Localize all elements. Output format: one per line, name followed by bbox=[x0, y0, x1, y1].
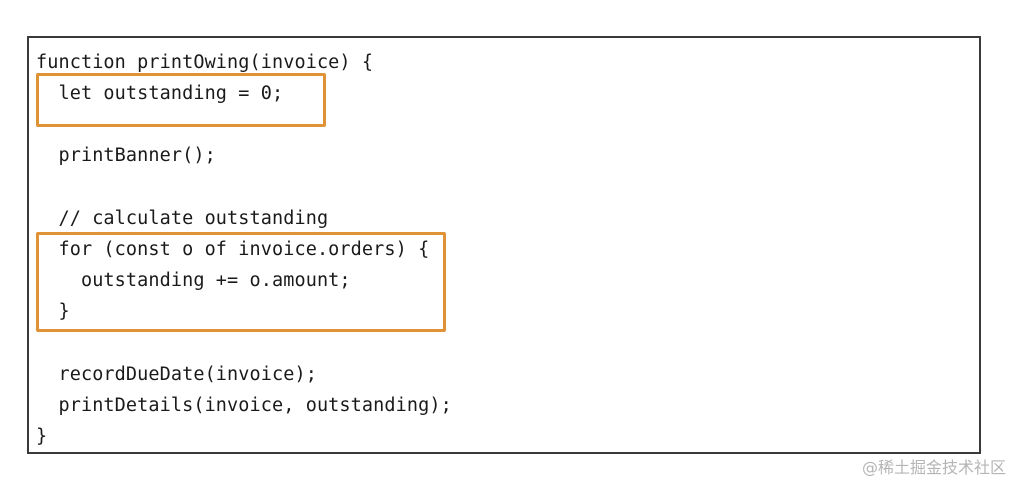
code-line-12: printDetails(invoice, outstanding); bbox=[36, 395, 452, 416]
code-line-2: let outstanding = 0; bbox=[36, 83, 284, 104]
code-line-4: printBanner(); bbox=[36, 145, 216, 166]
code-line-1: function printOwing(invoice) { bbox=[36, 52, 374, 73]
code-line-6: // calculate outstanding bbox=[36, 208, 329, 229]
highlight-box-accumulation-loop bbox=[36, 232, 446, 332]
code-line-8: outstanding += o.amount; bbox=[36, 270, 351, 291]
code-line-7: for (const o of invoice.orders) { bbox=[36, 239, 430, 260]
code-line-9: } bbox=[36, 301, 70, 322]
code-frame: function printOwing(invoice) { let outst… bbox=[27, 36, 981, 454]
code-line-11: recordDueDate(invoice); bbox=[36, 364, 317, 385]
watermark: @稀土掘金技术社区 bbox=[861, 458, 1006, 477]
highlight-box-variable-declaration bbox=[36, 73, 326, 127]
code-line-13: } bbox=[36, 426, 48, 447]
